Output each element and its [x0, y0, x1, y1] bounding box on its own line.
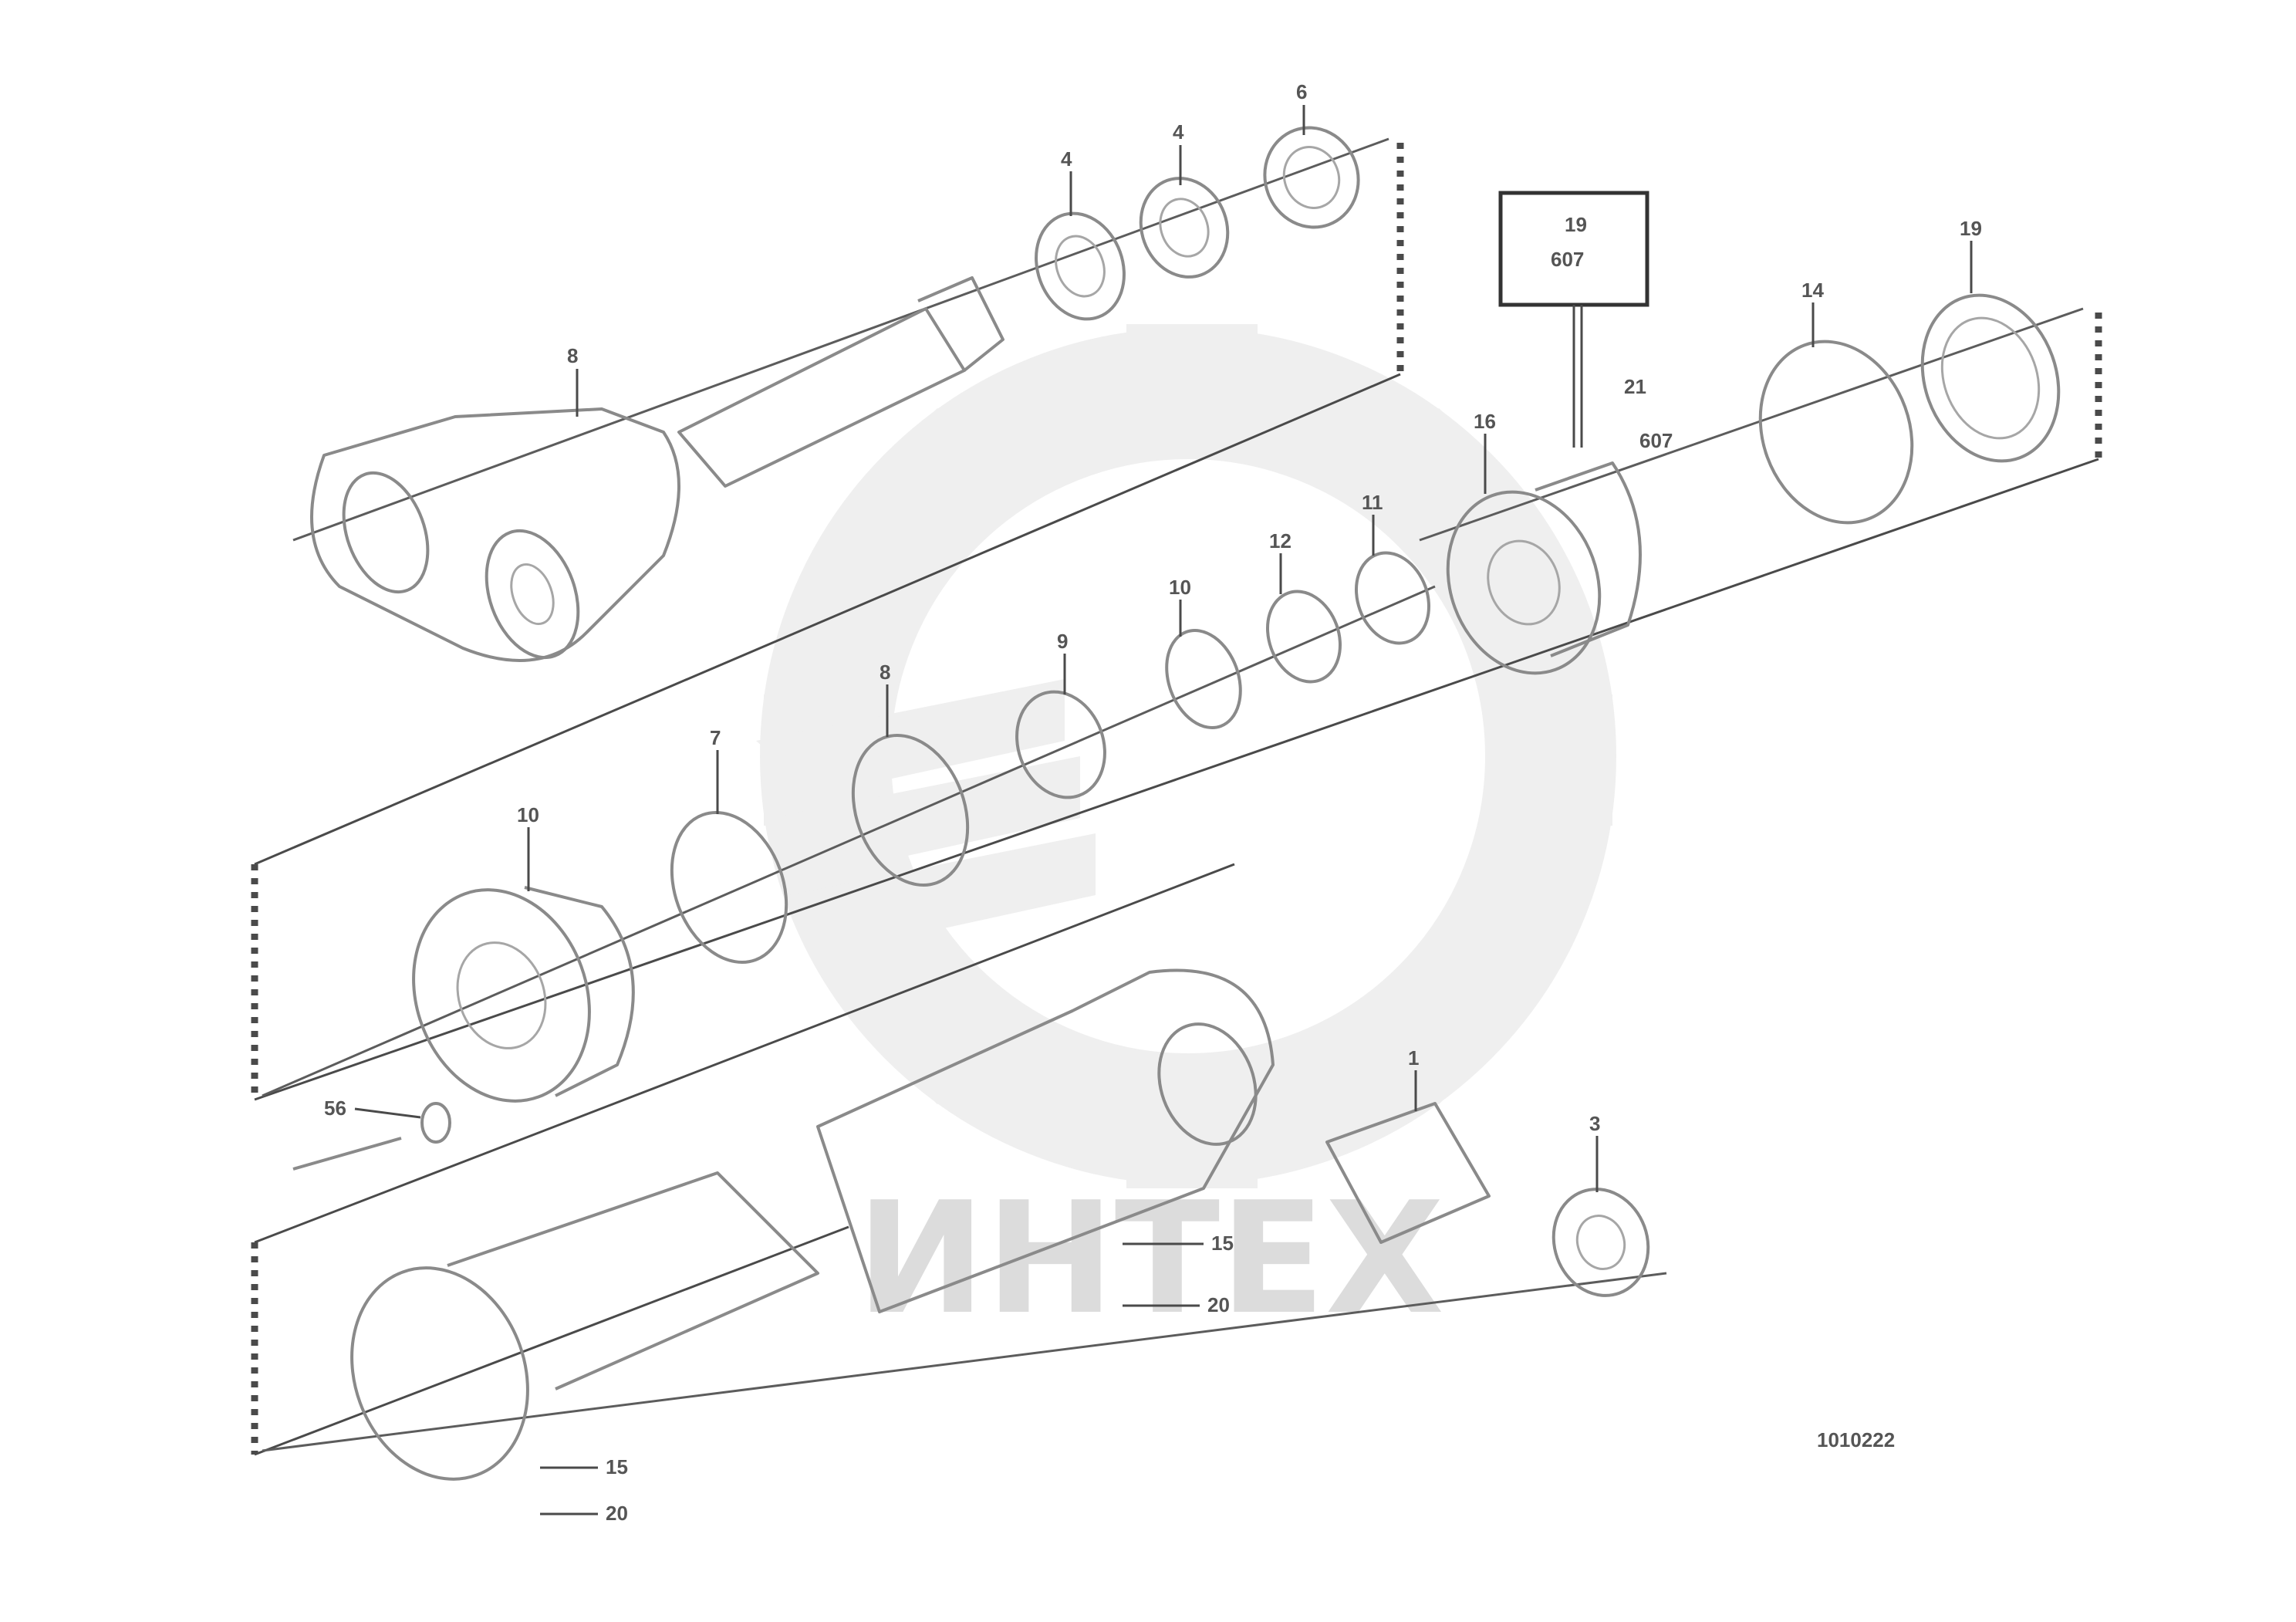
gear-watermark-icon: [756, 324, 1616, 1188]
label-ring-12: 12: [1269, 529, 1292, 552]
label-washer: 3: [1589, 1112, 1600, 1135]
drawing-info: 1010222: [1817, 1428, 1895, 1451]
label-ring-8: 8: [880, 661, 890, 684]
ring-10: [1165, 629, 1242, 729]
label-pin: 1: [1408, 1046, 1419, 1070]
seal-4b: [1139, 177, 1230, 279]
label-ring-11: 11: [1362, 491, 1383, 514]
callout-code: 607: [1551, 248, 1584, 271]
watermark: ИНТЕХ: [756, 324, 1616, 1349]
callout-box-19: 19 607: [1498, 191, 1649, 448]
label-seal-c: 6: [1296, 80, 1307, 103]
seal-6: [1263, 126, 1360, 229]
piston-rod-assembly: [292, 126, 1389, 662]
label-piston: 16: [1474, 410, 1496, 433]
cylinder-tube-assembly: [262, 968, 1667, 1481]
label-ring-19: 19: [1960, 217, 1982, 240]
group-brackets: [251, 143, 2102, 1455]
watermark-text: ИНТЕХ: [856, 1169, 1444, 1349]
label-ring-14: 14: [1801, 279, 1824, 302]
label-bolt-15b: 15: [606, 1455, 628, 1478]
nut-56: [420, 1102, 451, 1144]
label-leaders: [354, 105, 1973, 1516]
label-bolt-20b: 20: [606, 1502, 628, 1525]
ring-14: [1758, 340, 1914, 525]
pin: [1325, 1102, 1491, 1244]
cylinder-tube: [816, 968, 1275, 1313]
seal-4a: [1035, 211, 1126, 321]
label-bolt-20a: 20: [1207, 1293, 1230, 1316]
ring-12: [1265, 590, 1342, 684]
label-seal-a: 4: [1061, 147, 1072, 171]
label-ring-9: 9: [1057, 630, 1068, 653]
label-ring-10: 10: [1169, 576, 1191, 599]
label-eye-rod: 8: [567, 344, 578, 367]
ring-9: [1015, 690, 1106, 799]
head: [412, 888, 591, 1103]
ring-19: [1920, 293, 2061, 463]
ring-8: [851, 734, 970, 887]
tube-end: [350, 1266, 529, 1481]
group-frame-lines: [254, 373, 2099, 1456]
label-ring-21: 21: [1624, 375, 1646, 398]
rod-eye: [310, 407, 680, 662]
ring-11: [1354, 551, 1431, 645]
callout-number: 19: [1565, 213, 1587, 236]
label-bolt-15a: 15: [1211, 1232, 1234, 1255]
label-ring-7: 7: [710, 726, 721, 749]
piston-assembly: [1419, 293, 2084, 675]
label-ref-607: 607: [1639, 429, 1673, 452]
part-labels: 8 4 4 6 19 14 21 607 16 11 12 10 9 8 7 1…: [324, 80, 1982, 1525]
washer: [1551, 1188, 1650, 1297]
label-nut-56: 56: [324, 1097, 346, 1120]
label-seal-b: 4: [1173, 120, 1184, 144]
drawing-code: 1010222: [1817, 1428, 1895, 1451]
label-head: 10: [517, 803, 539, 826]
ring-7: [670, 811, 788, 964]
head-assembly: [262, 551, 1436, 1103]
piston: [1446, 490, 1602, 675]
bolt-57: [292, 1137, 402, 1171]
